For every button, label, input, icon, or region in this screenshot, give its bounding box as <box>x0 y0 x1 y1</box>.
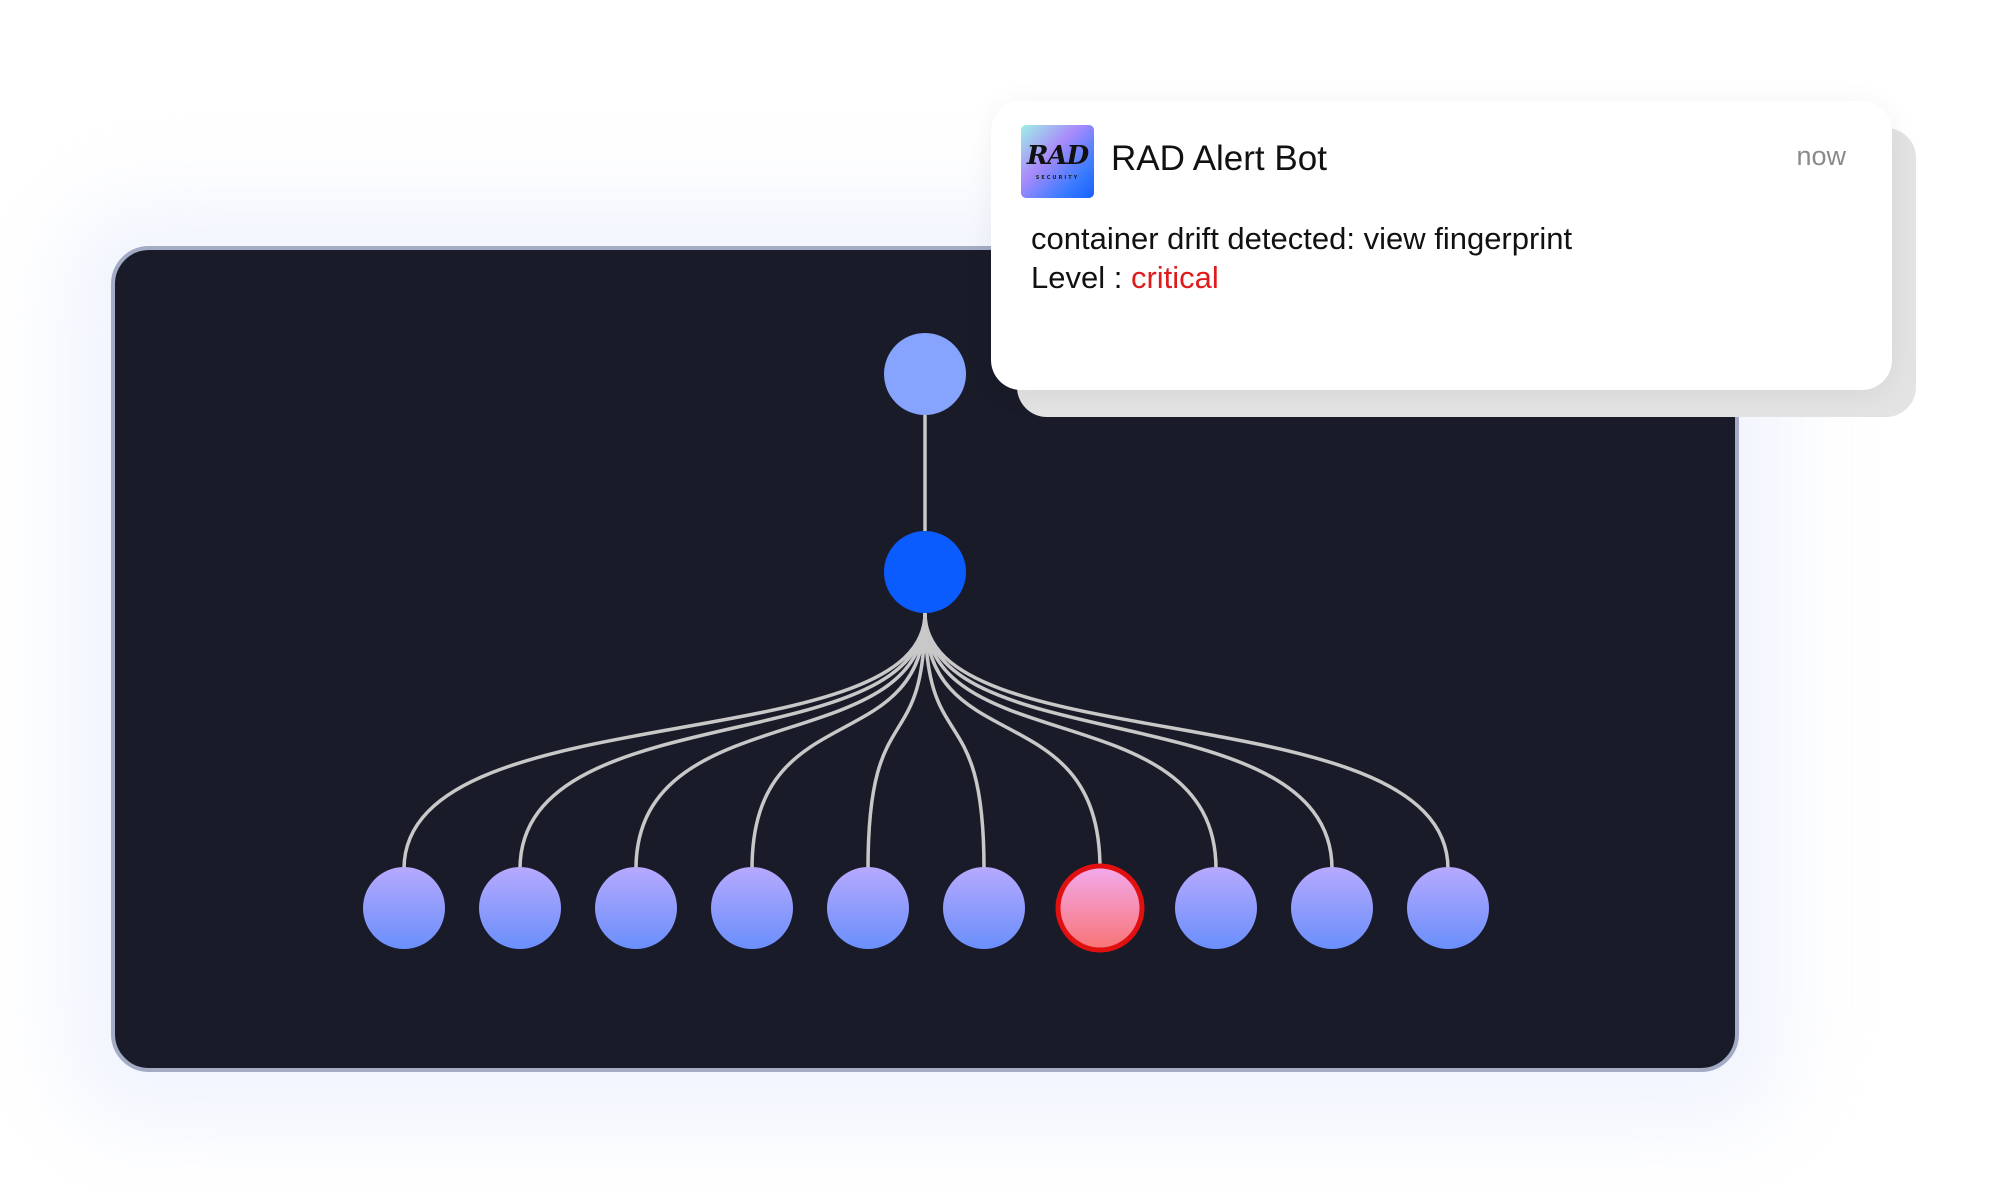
notification-body: container drift detected: view fingerpri… <box>1031 219 1572 297</box>
notification-level: Level : critical <box>1031 258 1572 297</box>
parent-process-node[interactable] <box>884 531 966 613</box>
child-process-node[interactable] <box>1175 867 1257 949</box>
critical-process-node[interactable] <box>1055 863 1145 953</box>
edge-parent-leaf <box>923 612 986 870</box>
edge-parent-leaf <box>923 612 1218 870</box>
rad-security-logo: RAD SECURITY <box>1021 125 1094 198</box>
logo-mark: RAD <box>1026 141 1089 171</box>
edge-parent-leaf <box>923 612 1334 870</box>
notification-app-name: RAD Alert Bot <box>1111 139 1327 178</box>
alert-notification[interactable]: RAD SECURITY RAD Alert Bot now container… <box>991 101 1892 390</box>
child-process-node[interactable] <box>1407 867 1489 949</box>
child-process-node[interactable] <box>363 867 445 949</box>
level-label: Level : <box>1031 260 1131 295</box>
child-process-node[interactable] <box>595 867 677 949</box>
child-process-node[interactable] <box>827 867 909 949</box>
child-process-node[interactable] <box>711 867 793 949</box>
edge-parent-leaf <box>923 612 1450 870</box>
edge-parent-leaf <box>923 612 1102 870</box>
edge-parent-leaf <box>402 612 927 870</box>
child-process-node[interactable] <box>943 867 1025 949</box>
root-process-node[interactable] <box>884 333 966 415</box>
edge-parent-leaf <box>518 612 927 870</box>
edge-parent-leaf <box>634 612 927 870</box>
edge-parent-leaf <box>750 612 927 870</box>
child-process-node[interactable] <box>1291 867 1373 949</box>
edge-parent-leaf <box>866 612 927 870</box>
notification-timestamp: now <box>1796 141 1846 171</box>
logo-subtext: SECURITY <box>1035 175 1080 181</box>
notification-message[interactable]: container drift detected: view fingerpri… <box>1031 221 1573 256</box>
level-value: critical <box>1130 260 1219 295</box>
child-process-node[interactable] <box>479 867 561 949</box>
